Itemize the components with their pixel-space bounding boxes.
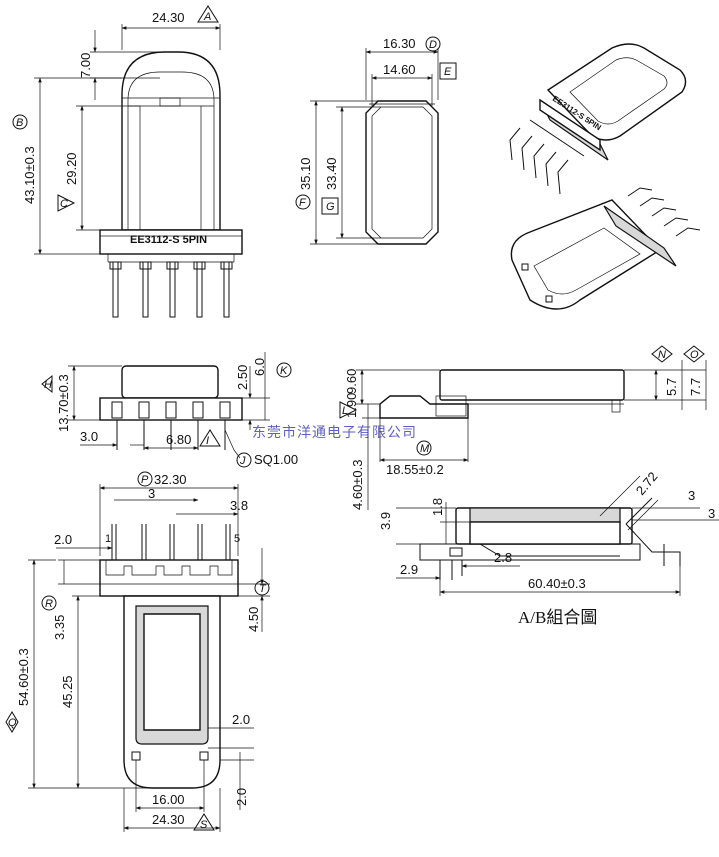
top-outer-len-ref: F	[299, 197, 307, 209]
right-offset-ref: L	[342, 405, 348, 417]
right-offset-dim: 4.60±0.3	[350, 459, 365, 510]
side-height-ref: H	[44, 379, 52, 391]
side-top-dim: 6.0	[252, 358, 267, 376]
asm-d6-dim: 2.9	[400, 562, 418, 577]
bottom-small-dim: 2.0	[232, 712, 250, 727]
bottom-pin1-label: 1	[105, 533, 111, 545]
side-pitch-dim: 6.80	[166, 432, 191, 447]
asm-d1-dim: 2.72	[633, 469, 661, 498]
front-pins	[109, 261, 233, 318]
bottom-base	[99, 559, 239, 597]
front-width-ref: A	[203, 11, 211, 23]
right-total-dim: 9.60	[344, 369, 359, 394]
side-pin-dim: SQ1.00	[254, 452, 298, 467]
bottom-pin5-label: 5	[234, 533, 240, 545]
top-outer-len-dim: 35.10	[298, 157, 313, 190]
top-inner-len-dim: 33.40	[324, 157, 339, 190]
bottom-hole-dim: 16.00	[152, 792, 185, 807]
front-marking: EE3112-S 5PIN	[130, 234, 207, 246]
bottom-width-ref: P	[141, 474, 149, 486]
bottom-pitch2-dim: 3.8	[230, 498, 248, 513]
top-inner-ref: E	[444, 66, 452, 78]
right-side-view: 9.60 1.90 4.60±0.3 L 18.55±0.2 M 5.7 7.7…	[339, 345, 707, 510]
side-flange	[121, 365, 219, 399]
right-flange	[439, 369, 625, 401]
side-pin-ref: J	[239, 455, 246, 467]
side-view: 13.70±0.3 H 2.50 6.0 K 3.0 6.80 I J SQ1.…	[41, 352, 298, 468]
top-inner-dim: 14.60	[383, 62, 416, 77]
assembly-view: 2.72 3 3 3.9 1.8 2.9 2.8 60.40±0.3 A/B組合…	[378, 469, 719, 627]
bottom-pitch-dim: 3	[148, 486, 155, 501]
bottom-width-dim: 32.30	[154, 472, 187, 487]
asm-length-dim: 60.40±0.3	[528, 576, 586, 591]
top-outer-ref: D	[429, 39, 437, 51]
iso-views: EE3112-S 5PIN	[509, 43, 701, 310]
right-len-ref: M	[420, 443, 430, 455]
front-window-dim: 29.20	[64, 152, 79, 185]
company-watermark: 东莞市洋通电子有限公司	[252, 424, 417, 440]
bottom-edge-dim: 2.0	[54, 532, 72, 547]
front-height-dim: 43.10±0.3	[22, 146, 37, 204]
front-view: EE3112-S 5PIN 24.30 A 7.00 43.10±0.3 B 2…	[12, 5, 243, 318]
right-h2-ref: O	[690, 349, 699, 361]
asm-d3-dim: 3	[708, 506, 715, 521]
asm-d5-dim: 1.8	[430, 498, 445, 516]
right-len-dim: 18.55±0.2	[386, 462, 444, 477]
side-flange-ref: K	[280, 365, 288, 377]
bottom-view: 1 5 32.30 P 3 3.8 2.0 3.35 R 45.25	[5, 471, 270, 832]
bottom-gap-dim: 4.50	[246, 607, 261, 632]
top-view: 16.30 D 14.60 E 35.10 F 33.40 G	[295, 36, 457, 245]
right-h1-ref: N	[658, 349, 666, 361]
bottom-gap-ref: T	[259, 583, 267, 595]
side-height-dim: 13.70±0.3	[56, 374, 71, 432]
top-inner-len-ref: G	[326, 201, 335, 213]
side-pitch-ref: I	[206, 435, 209, 447]
right-h1-dim: 5.7	[664, 378, 679, 396]
front-height-ref: B	[16, 117, 23, 129]
iso-lower	[510, 187, 701, 310]
bottom-total-ref: Q	[8, 717, 17, 729]
top-outer-dim: 16.30	[383, 36, 416, 51]
bottom-pins	[111, 524, 231, 560]
side-base	[99, 397, 243, 421]
front-width-dim: 24.30	[152, 10, 185, 25]
top-outer-outline	[365, 100, 439, 245]
front-window-ref: C	[60, 198, 68, 210]
side-pins	[111, 401, 231, 450]
bottom-base-ref: S	[200, 819, 208, 831]
bottom-small2-dim: 2.0	[234, 788, 249, 806]
front-top-offset-dim: 7.00	[78, 53, 93, 78]
asm-d2-dim: 3	[688, 488, 695, 503]
asm-caption: A/B組合圖	[518, 608, 597, 627]
asm-d4-dim: 3.9	[378, 512, 393, 530]
right-base-dim: 1.90	[344, 393, 359, 418]
side-flange-dim: 2.50	[235, 365, 250, 390]
bottom-total-dim: 54.60±0.3	[16, 648, 31, 706]
bottom-r1-dim: 3.35	[52, 615, 67, 640]
iso-upper: EE3112-S 5PIN	[509, 43, 687, 195]
bottom-r1-ref: R	[45, 598, 53, 610]
front-bobbin-outline	[121, 51, 221, 231]
bottom-len-dim: 45.25	[60, 675, 75, 708]
bottom-base-dim: 24.30	[152, 812, 185, 827]
front-base	[99, 229, 243, 255]
side-pitch-small-dim: 3.0	[80, 429, 98, 444]
right-h2-dim: 7.7	[688, 378, 703, 396]
asm-d7-dim: 2.8	[494, 550, 512, 565]
